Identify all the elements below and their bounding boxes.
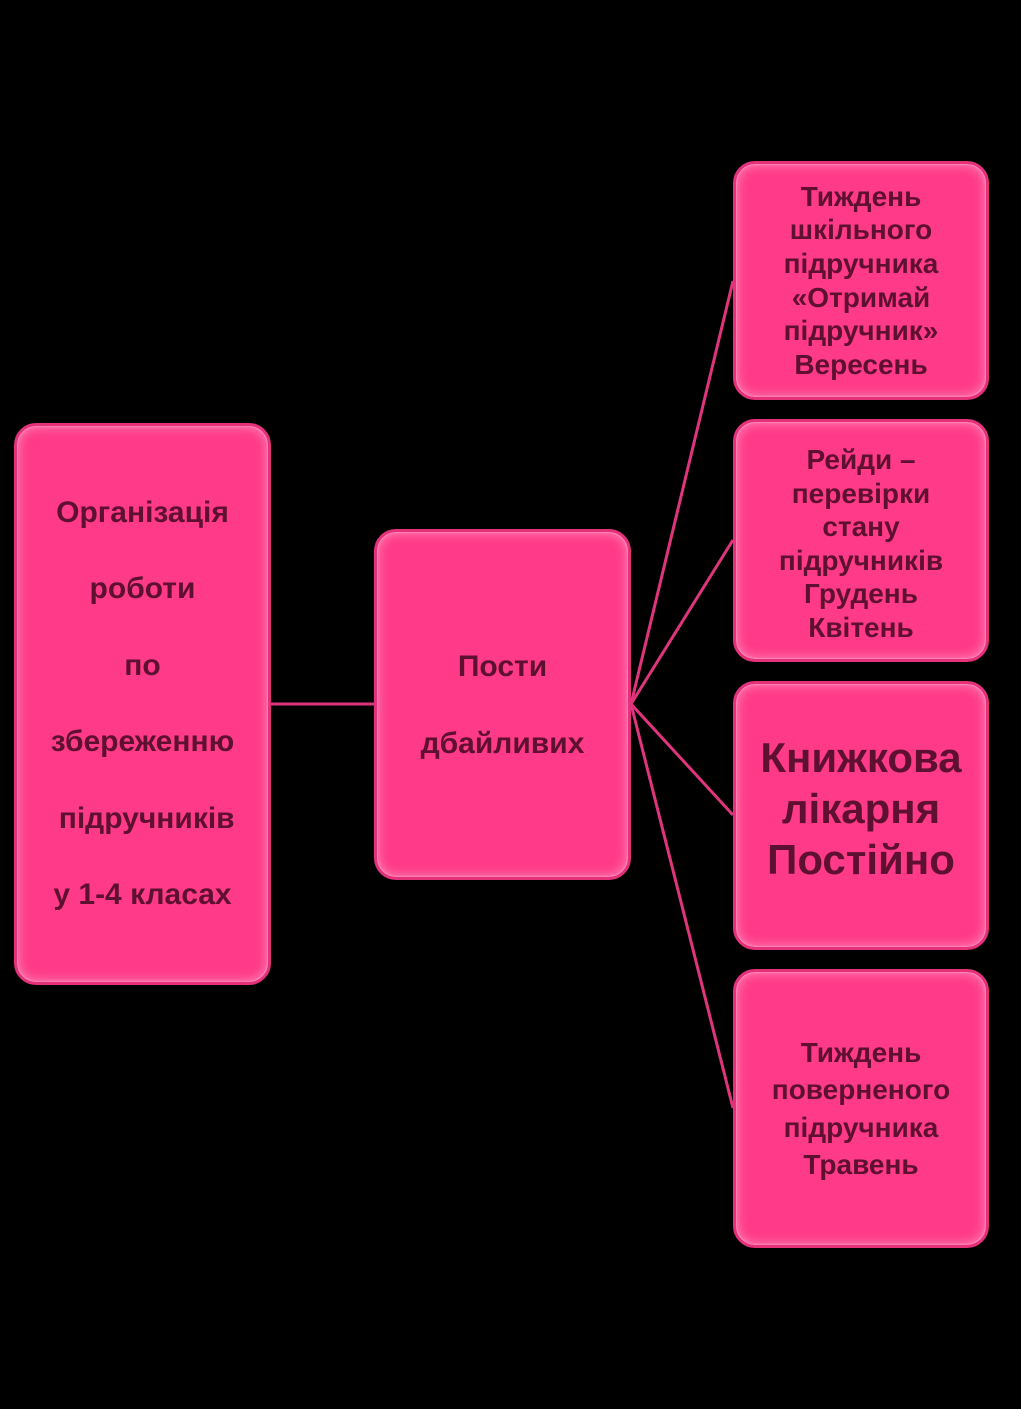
leaf-node-line: Постійно bbox=[767, 836, 955, 883]
leaf-node-4: Тиждень поверненого підручника Травень bbox=[733, 969, 989, 1248]
leaf-node-line: лікарня bbox=[781, 785, 941, 832]
leaf-node-line: перевірки bbox=[791, 477, 931, 509]
leaf-node-line: Тиждень bbox=[800, 180, 922, 212]
root-node-line: підручників bbox=[50, 801, 235, 835]
leaf-node-line: Рейди – bbox=[806, 444, 916, 475]
leaf-node-line: стану bbox=[822, 511, 900, 543]
root-node-line: у 1-4 класах bbox=[53, 878, 232, 911]
leaf-node-line: підручника bbox=[783, 247, 939, 279]
root-node-line: роботи bbox=[89, 572, 196, 605]
leaf-node-line: підручника bbox=[783, 1111, 939, 1143]
root-node: Організація роботи по збереженню підручн… bbox=[14, 423, 271, 985]
root-node-line: Організація bbox=[56, 495, 229, 529]
middle-node: Пости дбайливих bbox=[374, 529, 631, 880]
leaf-node-line: шкільного bbox=[789, 214, 933, 246]
leaf-node-line: Травень bbox=[803, 1149, 919, 1180]
leaf-node-line: Вересень bbox=[794, 348, 928, 380]
leaf-node-line: Квітень bbox=[808, 611, 914, 643]
root-node-line: по bbox=[124, 648, 161, 682]
leaf-node-2: Рейди – перевірки стану підручників Груд… bbox=[733, 419, 989, 662]
leaf-node-line: «Отримай bbox=[791, 281, 931, 313]
leaf-node-line: Тиждень bbox=[800, 1036, 922, 1068]
connector-middle-to-leaf-2 bbox=[629, 539, 735, 705]
middle-node-line: дбайливих bbox=[420, 726, 585, 760]
connector-middle-to-leaf-3 bbox=[629, 702, 735, 817]
connector-middle-to-leaf-4 bbox=[629, 703, 735, 1109]
leaf-node-line: підручників bbox=[778, 544, 944, 576]
leaf-node-line: Книжкова bbox=[760, 734, 962, 781]
leaf-node-1: Тиждень шкільного підручника «Отримай пі… bbox=[733, 161, 989, 400]
leaf-node-line: підручник» bbox=[783, 315, 939, 347]
middle-node-line: Пости bbox=[457, 649, 548, 683]
leaf-node-line: поверненого bbox=[771, 1074, 951, 1105]
leaf-node-line: Грудень bbox=[804, 578, 918, 610]
leaf-node-3: Книжкова лікарня Постійно bbox=[733, 681, 989, 950]
root-node-line: збереженню bbox=[50, 725, 235, 758]
connector-middle-to-leaf-1 bbox=[629, 280, 735, 705]
